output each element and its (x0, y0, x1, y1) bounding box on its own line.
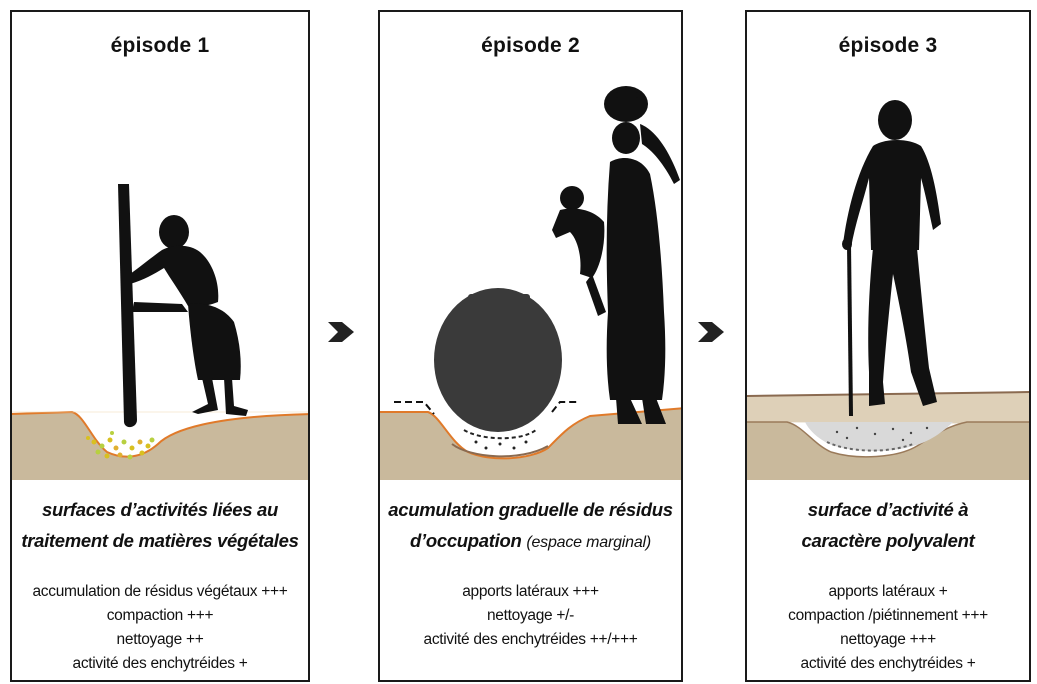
note-line: apports latéraux +++ (462, 583, 599, 600)
episode-notes: apports latéraux + compaction /piétinnem… (747, 580, 1029, 676)
note-line: activité des enchytréides ++/+++ (423, 631, 638, 648)
note-line: activité des enchytréides + (800, 655, 976, 672)
caption-line: caractère polyvalent (801, 530, 975, 551)
note-line: apports latéraux + (828, 583, 948, 600)
note-line: nettoyage +/- (486, 607, 574, 624)
episode-title: épisode 2 (481, 34, 580, 57)
episode-caption: acumulation graduelle de résidus d’occup… (380, 494, 681, 558)
caption-line: surfaces d’activités liées au (41, 499, 279, 520)
episode-3-scene (747, 12, 1029, 492)
soil-layer (12, 412, 308, 480)
caption-line: acumulation graduelle de résidus (388, 499, 673, 520)
soil-surface-line (12, 410, 308, 458)
caption-line: surface d’activité à (807, 499, 969, 520)
note-line: compaction /piétinnement +++ (788, 607, 988, 624)
upper-soil-layer (747, 392, 1029, 424)
ash-fill (805, 422, 953, 452)
plant-residues (86, 431, 155, 460)
cane (847, 244, 853, 416)
caption-line: traitement de matières végétales (21, 530, 299, 551)
soil-layer (380, 408, 681, 480)
episode-title: épisode 3 (838, 34, 938, 57)
elderly-man-silhouette (843, 100, 941, 406)
chevron-right-icon (698, 322, 724, 342)
note-line: nettoyage +++ (840, 631, 936, 648)
note-line: nettoyage ++ (116, 631, 204, 648)
caption-line: d’occupation (409, 530, 522, 551)
note-line: compaction +++ (106, 607, 214, 624)
episode-notes: accumulation de résidus végétaux +++ com… (12, 580, 308, 676)
large-pot (434, 288, 562, 432)
episode-caption: surface d’activité à caractère polyvalen… (747, 494, 1029, 556)
former-surface-dashed (394, 401, 578, 415)
note-line: activité des enchytréides + (72, 655, 248, 672)
note-line: accumulation de résidus végétaux +++ (32, 583, 288, 600)
episode-title: épisode 1 (110, 34, 210, 57)
episode-2-scene (380, 12, 681, 492)
soil-layer (747, 422, 1029, 480)
episode-panel-1: épisode 1 (10, 10, 310, 682)
caption-suffix: (espace marginal) (526, 534, 651, 551)
episode-panel-3: épisode 3 s (745, 10, 1031, 682)
episode-panel-2: épisode 2 (378, 10, 683, 682)
episode-caption: surfaces d’activités liées au traitement… (12, 494, 308, 556)
episode-notes: apports latéraux +++ nettoyage +/- activ… (380, 580, 681, 652)
chevron-right-icon (328, 322, 354, 342)
pestle (118, 184, 137, 428)
woman-carrying-silhouette (552, 86, 680, 424)
woman-pounding-silhouette (130, 215, 248, 416)
episode-1-scene (12, 12, 308, 492)
